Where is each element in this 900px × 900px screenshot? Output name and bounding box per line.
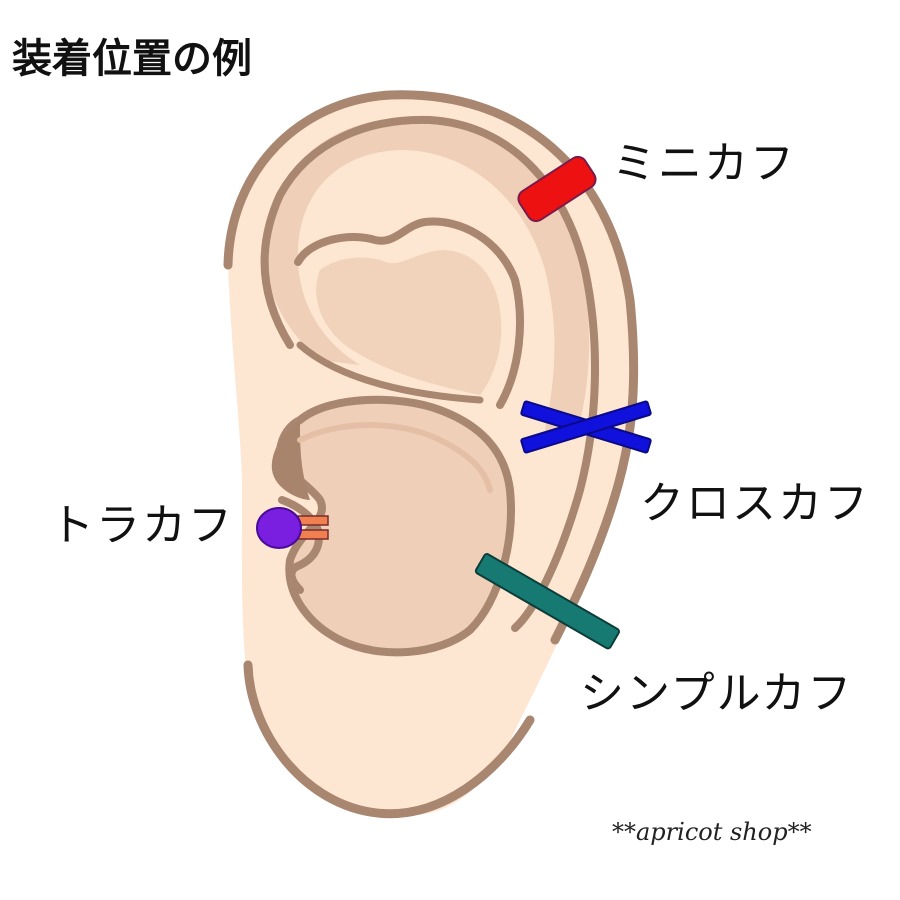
helix-shadow (264, 118, 590, 440)
ear-illustration (223, 90, 639, 819)
label-tragus-cuff: トラカフ (50, 500, 234, 551)
concha-inner-line (297, 422, 493, 493)
ear-rim-outline (223, 90, 639, 645)
tragus-cuff (256, 507, 329, 549)
mini-cuff (517, 155, 597, 223)
ear-lobe-outline (243, 660, 535, 819)
label-cross-cuff: クロスカフ (640, 478, 870, 529)
page-title: 装着位置の例 (12, 36, 252, 82)
concha-deep (271, 420, 310, 500)
label-simple-cuff: シンプルカフ (580, 668, 853, 719)
antihelix-fold (296, 341, 484, 404)
watermark: **apricot shop** (612, 818, 812, 846)
concha (275, 395, 515, 657)
fossa-shade (316, 250, 502, 395)
cross-cuff (520, 400, 652, 454)
tragus (278, 496, 323, 594)
simple-cuff (474, 553, 620, 650)
antihelix-upper (294, 217, 524, 409)
label-mini-cuff: ミニカフ (612, 138, 796, 189)
helix-line (260, 115, 599, 632)
